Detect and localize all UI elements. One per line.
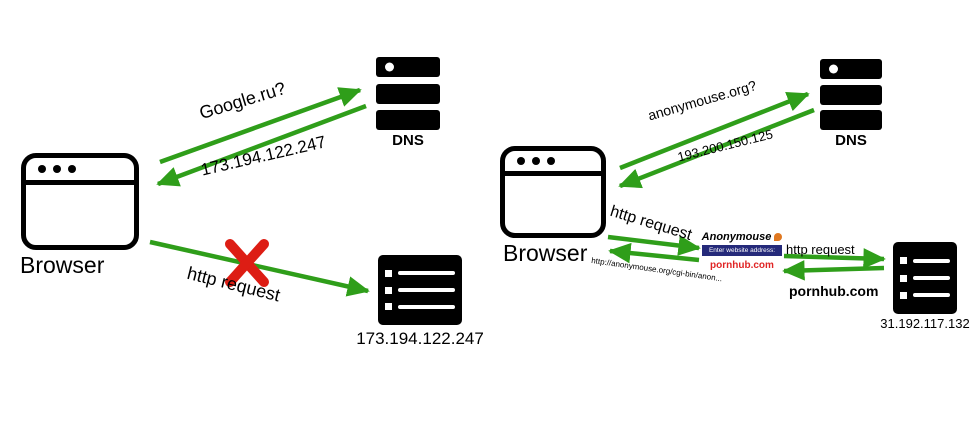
browser-icon-left <box>21 153 139 250</box>
dns-unit <box>820 110 882 130</box>
dns-server-icon-right <box>820 59 882 130</box>
browser-dot-icon <box>53 164 61 173</box>
browser-label-left: Browser <box>20 252 105 278</box>
server-vent <box>398 304 455 309</box>
arrow-left-dns-response <box>156 103 367 187</box>
arrow-left-http-request <box>149 239 370 297</box>
dns-label-left: DNS <box>392 132 424 149</box>
forwarded-host-label: pornhub.com <box>789 283 879 299</box>
dns-label-right: DNS <box>835 132 867 149</box>
arrow-proxy-to-server <box>783 248 886 269</box>
browser-dot-icon <box>532 157 540 166</box>
server-slot <box>385 269 455 277</box>
browser-dot-icon <box>38 164 46 173</box>
dns-indicator-dot <box>385 62 394 72</box>
mouse-logo-icon <box>774 233 783 241</box>
anonymouse-site-thumbnail: Anonymouse Enter website address: pornhu… <box>701 231 783 271</box>
arrow-left-dns-query <box>159 87 362 165</box>
arrow-server-to-proxy <box>782 260 885 281</box>
server-vent <box>913 276 950 280</box>
server-ip-label-right: 31.192.117.132 <box>880 316 970 331</box>
server-slot <box>385 286 455 294</box>
arrow-right-dns-response <box>618 107 815 189</box>
anonymouse-title-text: Anonymouse <box>701 231 772 243</box>
dns-unit <box>376 110 440 130</box>
server-slot <box>900 257 950 265</box>
blocked-cross-icon <box>225 239 269 287</box>
browser-icon-right <box>500 146 606 238</box>
anonymouse-entered-address: pornhub.com <box>710 260 774 271</box>
anonymouse-address-prompt: Enter website address: <box>702 245 782 256</box>
dns-unit <box>820 59 882 79</box>
browser-dot-icon <box>68 164 76 173</box>
dns-server-icon-left <box>376 57 440 130</box>
arrow-browser-to-proxy <box>607 234 701 256</box>
browser-dot-icon <box>517 157 525 166</box>
browser-titlebar <box>505 151 601 177</box>
dns-indicator-dot <box>829 64 838 74</box>
server-led-icon <box>385 303 392 311</box>
browser-titlebar <box>26 158 134 185</box>
server-vent <box>398 271 455 276</box>
server-led-icon <box>900 291 907 299</box>
server-ip-label-left: 173.194.122.247 <box>356 329 484 348</box>
arrow-proxy-to-browser <box>608 242 700 264</box>
server-slot <box>385 303 455 311</box>
server-led-icon <box>385 269 392 277</box>
server-vent <box>913 258 950 263</box>
web-server-icon-left <box>378 255 462 325</box>
http-request-label-right-server: http request <box>786 242 855 257</box>
dns-unit <box>820 84 882 105</box>
arrow-right-dns-query <box>619 91 810 171</box>
web-server-icon-right <box>893 242 957 314</box>
server-led-icon <box>900 257 907 265</box>
anonymouse-logo: Anonymouse <box>701 231 783 243</box>
dns-unit <box>376 57 440 77</box>
server-vent <box>398 288 455 292</box>
server-led-icon <box>900 274 907 282</box>
server-led-icon <box>385 286 392 294</box>
server-vent <box>913 293 950 298</box>
dns-unit <box>376 83 440 104</box>
browser-label-right: Browser <box>503 240 588 266</box>
server-slot <box>900 291 950 299</box>
browser-dot-icon <box>547 157 555 166</box>
server-slot <box>900 274 950 282</box>
